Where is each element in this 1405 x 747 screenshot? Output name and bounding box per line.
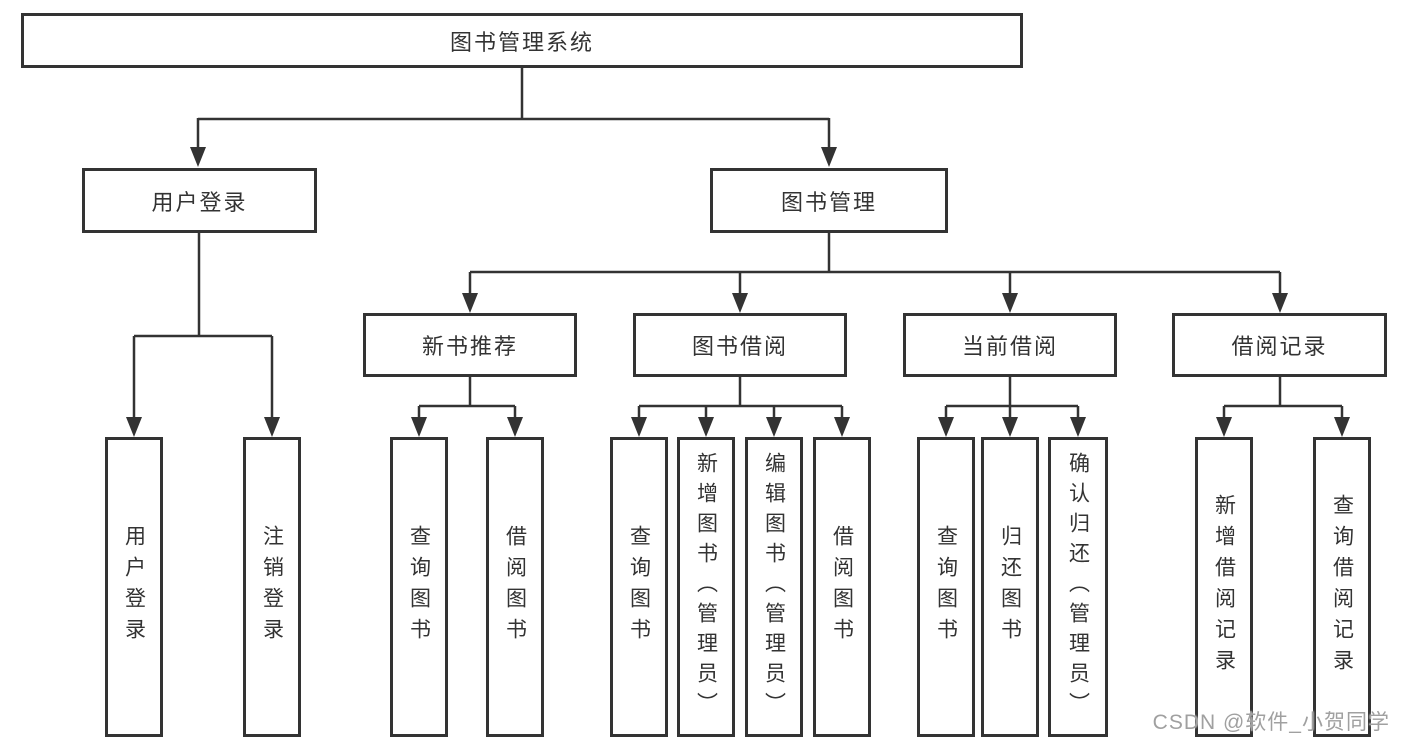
leaf-query-borrow-record: 查询借阅记录 xyxy=(1313,437,1371,737)
leaf-user-login: 用户登录 xyxy=(105,437,163,737)
csdn-watermark: CSDN @软件_小贺同学 xyxy=(1152,711,1390,734)
arrowhead xyxy=(766,417,782,437)
leaf-logout-label: 注销登录 xyxy=(260,525,284,649)
arrowhead xyxy=(126,417,142,437)
leaf-add-books-admin-label: 新增图书（管理员） xyxy=(694,452,718,722)
leaf-recommend-query-books: 查询图书 xyxy=(390,437,448,737)
node-borrow-records-label: 借阅记录 xyxy=(1231,334,1328,359)
leaf-logout: 注销登录 xyxy=(243,437,301,737)
leaf-borrow-query-books-label: 查询图书 xyxy=(627,525,651,649)
node-borrow-records: 借阅记录 xyxy=(1172,313,1387,377)
node-new-book-recommend: 新书推荐 xyxy=(363,313,577,377)
leaf-add-borrow-record-label: 新增借阅记录 xyxy=(1212,494,1236,680)
arrowhead xyxy=(1002,293,1018,313)
leaf-user-login-label: 用户登录 xyxy=(122,525,146,649)
leaf-add-books-admin: 新增图书（管理员） xyxy=(677,437,735,737)
arrowhead xyxy=(1070,417,1086,437)
leaf-borrow-query-books: 查询图书 xyxy=(610,437,668,737)
node-user-login: 用户登录 xyxy=(82,168,317,233)
leaf-add-borrow-record: 新增借阅记录 xyxy=(1195,437,1253,737)
leaf-return-books: 归还图书 xyxy=(981,437,1039,737)
leaf-current-query-books: 查询图书 xyxy=(917,437,975,737)
leaf-current-query-books-label: 查询图书 xyxy=(934,525,958,649)
node-book-borrow-label: 图书借阅 xyxy=(691,334,788,359)
node-book-borrow: 图书借阅 xyxy=(633,313,847,377)
arrowheads xyxy=(126,147,1350,437)
arrowhead xyxy=(1002,417,1018,437)
arrowhead xyxy=(1334,417,1350,437)
leaf-confirm-return-admin-label: 确认归还（管理员） xyxy=(1066,452,1090,722)
arrowhead xyxy=(938,417,954,437)
leaf-recommend-query-books-label: 查询图书 xyxy=(407,525,431,649)
arrowhead xyxy=(507,417,523,437)
leaf-return-books-label: 归还图书 xyxy=(998,525,1022,649)
leaf-borrow-books: 借阅图书 xyxy=(813,437,871,737)
arrowhead xyxy=(821,147,837,167)
arrowhead xyxy=(1216,417,1232,437)
node-root-label: 图书管理系统 xyxy=(449,29,594,55)
connector-lines xyxy=(132,68,1344,422)
leaf-edit-books-admin-label: 编辑图书（管理员） xyxy=(762,452,786,722)
node-current-borrow: 当前借阅 xyxy=(903,313,1117,377)
arrowhead xyxy=(698,417,714,437)
leaf-recommend-borrow-books-label: 借阅图书 xyxy=(503,525,527,649)
arrowhead xyxy=(462,293,478,313)
node-current-borrow-label: 当前借阅 xyxy=(961,334,1058,359)
arrowhead xyxy=(190,147,206,167)
node-book-management: 图书管理 xyxy=(710,168,948,233)
node-user-login-label: 用户登录 xyxy=(151,189,248,215)
arrowhead xyxy=(631,417,647,437)
leaf-edit-books-admin: 编辑图书（管理员） xyxy=(745,437,803,737)
node-new-book-recommend-label: 新书推荐 xyxy=(421,334,518,359)
node-book-management-label: 图书管理 xyxy=(780,189,877,215)
leaf-borrow-books-label: 借阅图书 xyxy=(830,525,854,649)
node-root: 图书管理系统 xyxy=(21,13,1023,68)
leaf-recommend-borrow-books: 借阅图书 xyxy=(486,437,544,737)
connector-path xyxy=(132,68,1344,422)
arrowhead xyxy=(411,417,427,437)
arrowhead xyxy=(732,293,748,313)
leaf-confirm-return-admin: 确认归还（管理员） xyxy=(1048,437,1108,737)
arrowhead xyxy=(1272,293,1288,313)
arrowhead xyxy=(834,417,850,437)
arrowhead xyxy=(264,417,280,437)
leaf-query-borrow-record-label: 查询借阅记录 xyxy=(1330,494,1354,680)
